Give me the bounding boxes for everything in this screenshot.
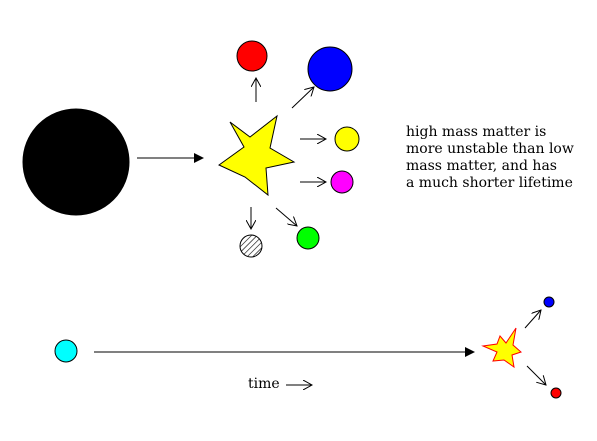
product-particle-green [296,226,320,250]
caption-line: more unstable than low [406,141,574,157]
small-product-red [550,387,562,399]
product-particle-hatched [239,234,263,258]
product-particle-magenta [330,170,354,194]
heavy-particle [22,108,130,216]
light-particle [54,339,78,363]
small-product-blue [543,296,555,308]
caption-line: a much shorter lifetime [406,175,573,191]
decay-explosion-star [218,114,296,197]
product-particle-red [236,40,268,72]
small-explosion-star [481,327,522,369]
time-label: time [248,376,280,392]
arrow-to-small-red-product [526,365,546,385]
arrow-to-green-product [275,207,297,226]
caption-line: mass matter, and has [406,158,557,174]
caption-line: high mass matter is [406,124,547,140]
arrow-to-blue-product [291,87,314,109]
arrow-to-small-blue-product [524,310,541,329]
product-particle-yellow [334,126,360,152]
product-particle-blue [307,46,353,92]
explanation-caption: high mass matter is more unstable than l… [406,124,586,192]
